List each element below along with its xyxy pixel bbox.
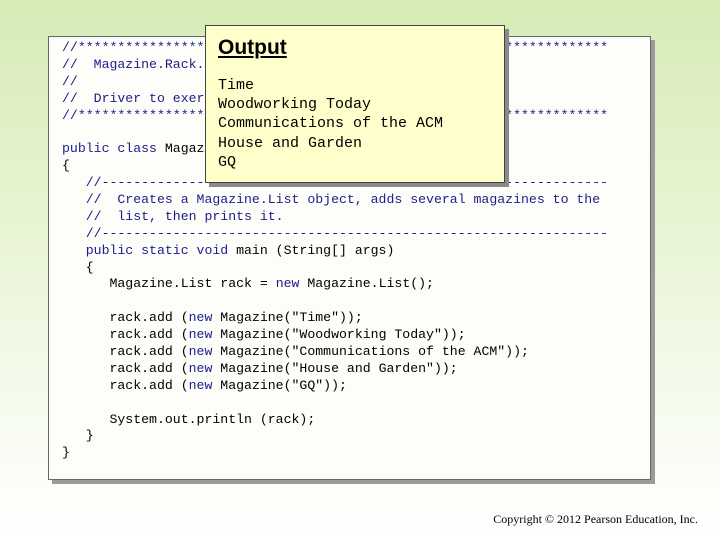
- code-keyword: new: [188, 360, 213, 376]
- code-line: rack.add (new Magazine("Time"));: [62, 310, 608, 327]
- code-comment: // list, then prints it.: [62, 208, 284, 224]
- code-comment: //: [62, 73, 78, 89]
- code-keyword: new: [188, 327, 213, 343]
- code-text: rack.add (: [62, 377, 189, 393]
- code-text: }: [62, 428, 94, 444]
- code-keyword: new: [188, 310, 213, 326]
- code-keyword: public static void: [62, 242, 237, 258]
- code-line: //--------------------------------------…: [62, 226, 608, 243]
- code-text: Magazine("Woodworking Today"));: [212, 327, 466, 343]
- code-text: rack.add (: [62, 344, 189, 360]
- code-line: rack.add (new Magazine("Woodworking Toda…: [62, 327, 608, 344]
- code-line: rack.add (new Magazine("GQ"));: [62, 378, 608, 395]
- code-line: }: [62, 445, 608, 462]
- code-line: public static void main (String[] args): [62, 243, 608, 260]
- code-line: [62, 293, 608, 310]
- output-line: Communications of the ACM: [218, 115, 444, 133]
- code-text: Magazine("House and Garden"));: [212, 360, 458, 376]
- code-line: System.out.println (rack);: [62, 412, 608, 429]
- output-title: Output: [218, 36, 287, 59]
- output-line: GQ: [218, 153, 237, 171]
- code-text: rack.add (: [62, 310, 189, 326]
- code-text: rack.add (: [62, 327, 189, 343]
- code-line: Magazine.List rack = new Magazine.List()…: [62, 276, 608, 293]
- code-line: //: [62, 74, 608, 91]
- code-keyword: new: [188, 344, 213, 360]
- code-keyword: public class: [62, 141, 165, 157]
- code-line: rack.add (new Magazine("House and Garden…: [62, 361, 608, 378]
- code-text: Magazine("Communications of the ACM"));: [212, 344, 529, 360]
- output-line: House and Garden: [218, 134, 363, 152]
- code-line: }: [62, 428, 608, 445]
- code-text: Magazine("Time"));: [212, 310, 363, 326]
- code-text: main (String[] args): [236, 242, 395, 258]
- code-text: Magazine("GQ"));: [212, 377, 347, 393]
- copyright-notice: Copyright © 2012 Pearson Education, Inc.: [493, 512, 698, 526]
- code-text: {: [62, 259, 94, 275]
- code-text: {: [62, 158, 70, 174]
- code-text: rack.add (: [62, 360, 189, 376]
- code-text: Magazine.List rack =: [62, 276, 276, 292]
- code-comment: // Creates a Magazine.List object, adds …: [62, 192, 601, 208]
- code-text: }: [62, 445, 70, 461]
- code-keyword: new: [275, 276, 300, 292]
- code-text: System.out.println (rack);: [62, 411, 316, 427]
- output-line: Woodworking Today: [218, 96, 372, 114]
- code-line: {: [62, 158, 608, 175]
- code-comment: //--------------------------------------…: [62, 225, 609, 241]
- output-line: Time: [218, 77, 255, 94]
- code-keyword: new: [188, 377, 213, 393]
- code-text: Magazine.List();: [299, 276, 434, 292]
- code-line: rack.add (new Magazine("Communications o…: [62, 344, 608, 361]
- code-line: // Creates a Magazine.List object, adds …: [62, 192, 608, 209]
- code-line: // list, then prints it.: [62, 209, 608, 226]
- code-line: [62, 395, 608, 412]
- code-line: {: [62, 260, 608, 277]
